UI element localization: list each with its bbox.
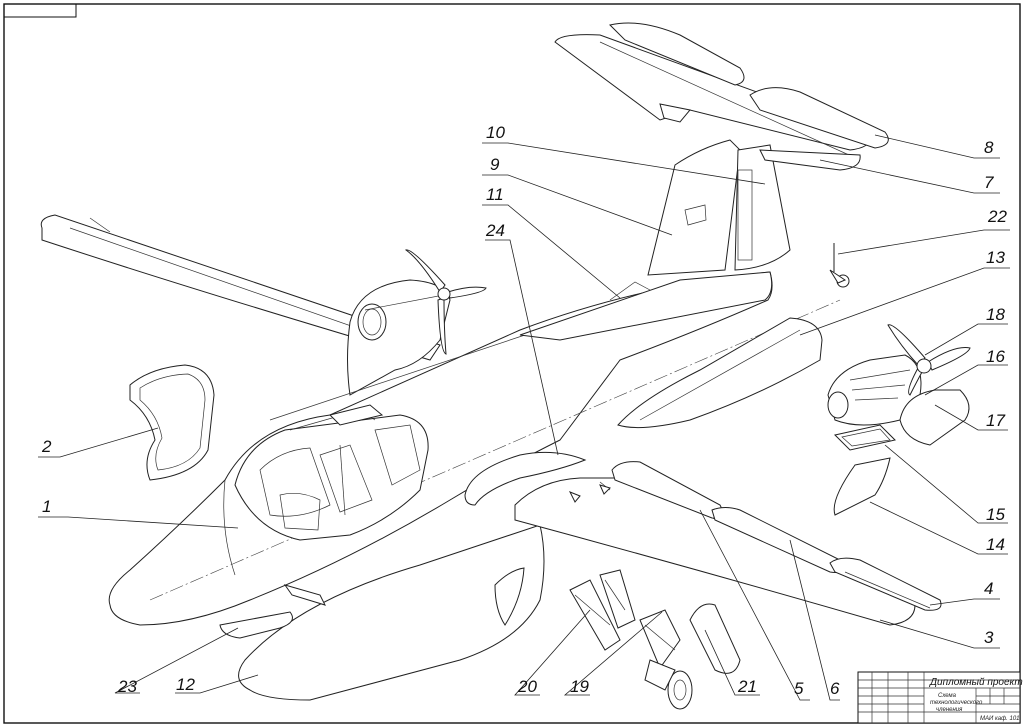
- title-line-3: членения: [936, 707, 963, 713]
- propeller-18: [887, 324, 971, 396]
- engine-nacelle-16: [827, 354, 922, 426]
- left-engine-nacelle: [347, 279, 471, 396]
- callout-5: 5: [794, 679, 804, 698]
- fuselage: [108, 271, 841, 626]
- leader-lines: [38, 134, 1010, 701]
- sheet-frame: [3, 3, 1021, 724]
- elevator-7: [599, 41, 861, 171]
- center-section: [617, 317, 823, 429]
- part-24-fairing: [464, 451, 587, 506]
- title-org: МАИ каф. 101: [980, 716, 1020, 722]
- float-pontoon: [238, 524, 545, 701]
- right-wing: [514, 477, 916, 626]
- windscreen-2: [129, 364, 215, 481]
- callout-20: 20: [517, 677, 537, 696]
- callout-7: 7: [984, 173, 994, 192]
- horizontal-stabilizer: [554, 34, 876, 151]
- callout-18: 18: [986, 305, 1005, 324]
- callout-6: 6: [830, 679, 840, 698]
- callout-10: 10: [486, 123, 505, 142]
- callout-23: 23: [117, 677, 137, 696]
- callout-3: 3: [984, 628, 994, 647]
- callout-24: 24: [485, 221, 505, 240]
- callout-12: 12: [176, 675, 195, 694]
- callout-13: 13: [986, 248, 1005, 267]
- gear-door-21: [689, 603, 741, 674]
- callout-11: 11: [486, 185, 504, 204]
- left-propeller: [404, 249, 487, 355]
- callout-14: 14: [986, 535, 1005, 554]
- corner-stamp: [3, 3, 77, 18]
- pylon-14: [833, 457, 891, 516]
- aileron-4: [829, 557, 942, 611]
- callout-numbers: 1 2 3 4 5 6 7 8 9 10 11 12 13 14 15 16 1…: [41, 123, 1007, 698]
- landing-gear-19: [639, 609, 693, 710]
- panel-15: [834, 424, 896, 451]
- callout-2: 2: [41, 437, 52, 456]
- title-line-1: Схема: [938, 693, 957, 699]
- callout-22: 22: [987, 207, 1007, 226]
- title-block: Дипломный проект Схема технологического …: [857, 671, 1023, 724]
- callout-16: 16: [986, 347, 1005, 366]
- callout-19: 19: [570, 677, 589, 696]
- elevator-8: [609, 22, 889, 149]
- tail-skid-22: [829, 243, 850, 288]
- nose-fitting: [283, 584, 326, 606]
- cowling-17: [899, 389, 970, 446]
- title-line-2: технологического: [930, 700, 983, 706]
- callout-21: 21: [737, 677, 757, 696]
- cockpit: [234, 404, 429, 541]
- callout-15: 15: [986, 505, 1005, 524]
- title-project: Дипломный проект: [929, 677, 1023, 688]
- part-23: [219, 611, 293, 639]
- callout-8: 8: [984, 138, 994, 157]
- callout-4: 4: [984, 579, 993, 598]
- vertical-fin: [647, 139, 791, 276]
- callout-17: 17: [986, 411, 1005, 430]
- callout-1: 1: [42, 497, 51, 516]
- tail-boom: [519, 271, 773, 341]
- landing-gear-20: [569, 569, 636, 651]
- callout-9: 9: [490, 155, 500, 174]
